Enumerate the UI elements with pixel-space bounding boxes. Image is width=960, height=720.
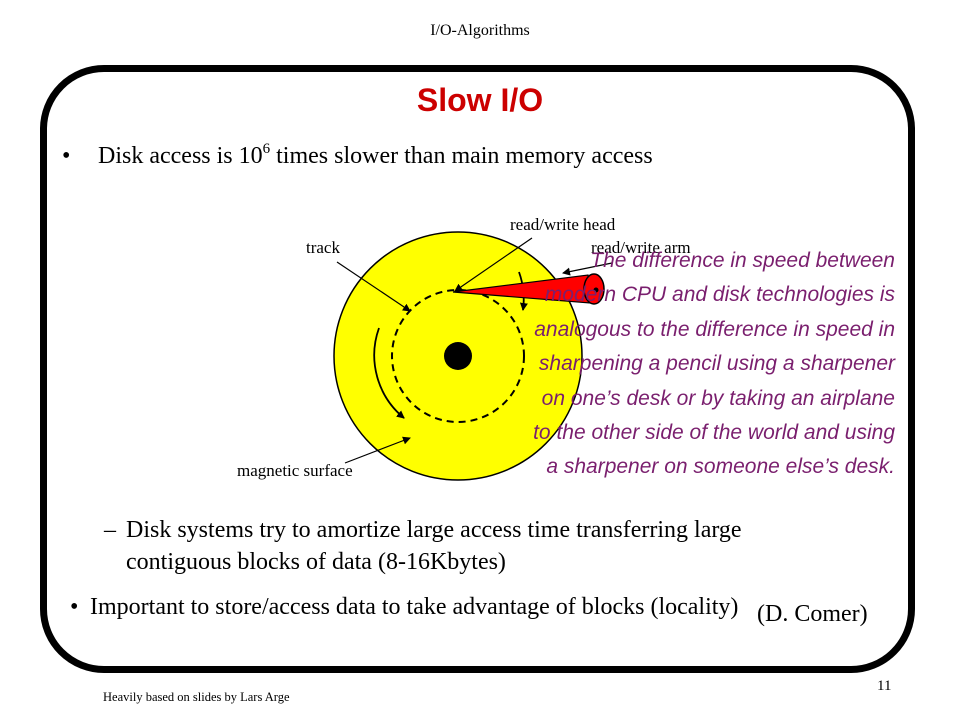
label-track: track bbox=[306, 238, 340, 257]
label-read-write-head: read/write head bbox=[510, 215, 616, 234]
bullet-marker: • bbox=[70, 594, 79, 620]
surface-pointer bbox=[344, 436, 411, 464]
quote-author: (D. Comer) bbox=[757, 601, 868, 627]
arm-pivot-dot bbox=[593, 287, 599, 293]
slide-header: I/O-Algorithms bbox=[430, 22, 530, 39]
bullet-locality: • Important to store/access data to take … bbox=[70, 594, 738, 621]
bullet-disk-access-text: Disk access is 10 bbox=[98, 143, 263, 169]
page-number: 11 bbox=[877, 678, 892, 694]
disk-spindle bbox=[444, 342, 472, 370]
bullet-locality-text: Important to store/access data to take a… bbox=[90, 594, 739, 620]
label-magnetic-surface: magnetic surface bbox=[237, 461, 353, 480]
slide-frame bbox=[40, 65, 915, 673]
sub-bullet-line-2: contiguous blocks of data (8-16Kbytes) bbox=[126, 549, 506, 575]
bullet-disk-access-text-end: times slower than main memory access bbox=[270, 143, 653, 169]
comer-quote: The difference in speed between modern C… bbox=[533, 249, 895, 479]
sub-bullet-line-1: Disk systems try to amortize large acces… bbox=[126, 517, 742, 543]
sub-bullet-amortize: –Disk systems try to amortize large acce… bbox=[104, 514, 742, 578]
bullet-disk-access: • Disk access is 106 times slower than ma… bbox=[62, 141, 653, 170]
bullet-marker: • bbox=[62, 143, 71, 169]
label-read-write-arm: read/write arm bbox=[591, 238, 691, 257]
exponent: 6 bbox=[262, 141, 271, 157]
track-pointer bbox=[336, 261, 411, 312]
arm-pointer bbox=[562, 262, 613, 276]
sub-bullet-marker: – bbox=[104, 517, 116, 543]
head-pointer bbox=[454, 237, 533, 292]
rotation-arrow-left bbox=[373, 327, 405, 419]
disk-track bbox=[391, 289, 525, 423]
footer-credit: Heavily based on slides by Lars Arge bbox=[103, 690, 290, 704]
slide-title: Slow I/O bbox=[416, 82, 544, 118]
